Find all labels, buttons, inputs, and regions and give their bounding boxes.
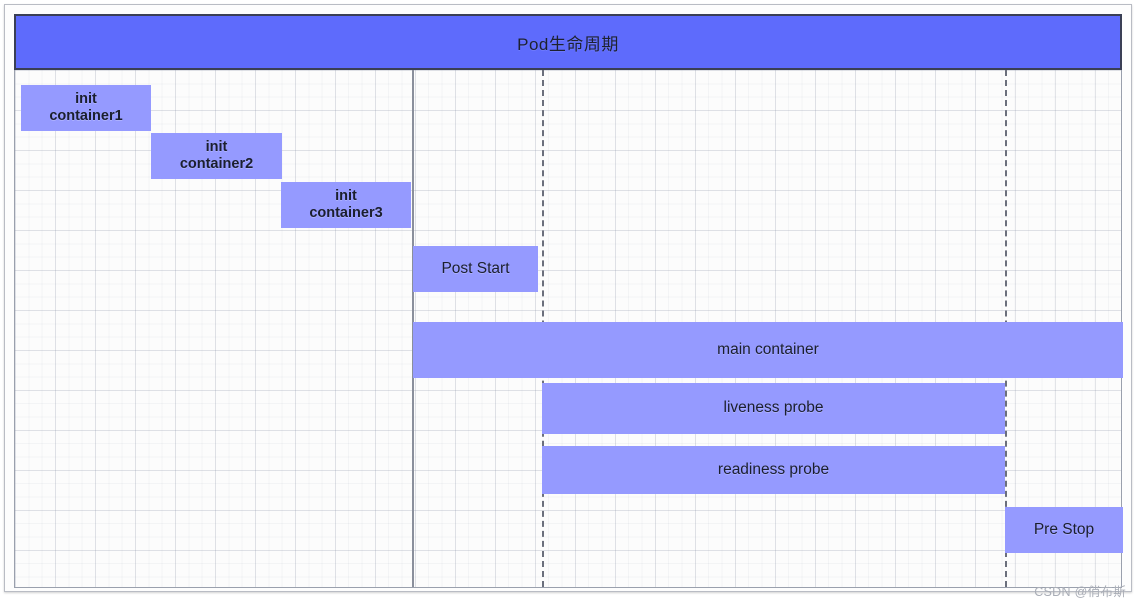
bar-init-container3: init container3: [281, 182, 411, 228]
csdn-watermark: CSDN @俏布斯: [1034, 585, 1126, 599]
bar-label: readiness probe: [717, 460, 830, 478]
gantt-canvas: init container1 init container2 init con…: [14, 70, 1123, 588]
bar-label: init container1: [49, 90, 123, 124]
bar-readiness-probe: readiness probe: [542, 446, 1005, 494]
bar-label: main container: [717, 340, 819, 358]
bar-label: init container2: [179, 138, 254, 172]
bar-label: Pre Stop: [1033, 520, 1095, 538]
page-title: Pod生命周期: [517, 34, 619, 54]
bar-pre-stop: Pre Stop: [1005, 507, 1123, 553]
bar-post-start: Post Start: [413, 246, 538, 292]
bar-init-container2: init container2: [151, 133, 282, 179]
header-band: Pod生命周期: [14, 14, 1122, 70]
bar-label: Post Start: [441, 259, 510, 277]
bar-init-container1: init container1: [21, 85, 151, 131]
bar-label: init container3: [309, 187, 383, 221]
bar-main-container: main container: [413, 322, 1123, 378]
bar-liveness-probe: liveness probe: [542, 383, 1005, 434]
bar-label: liveness probe: [723, 399, 824, 417]
